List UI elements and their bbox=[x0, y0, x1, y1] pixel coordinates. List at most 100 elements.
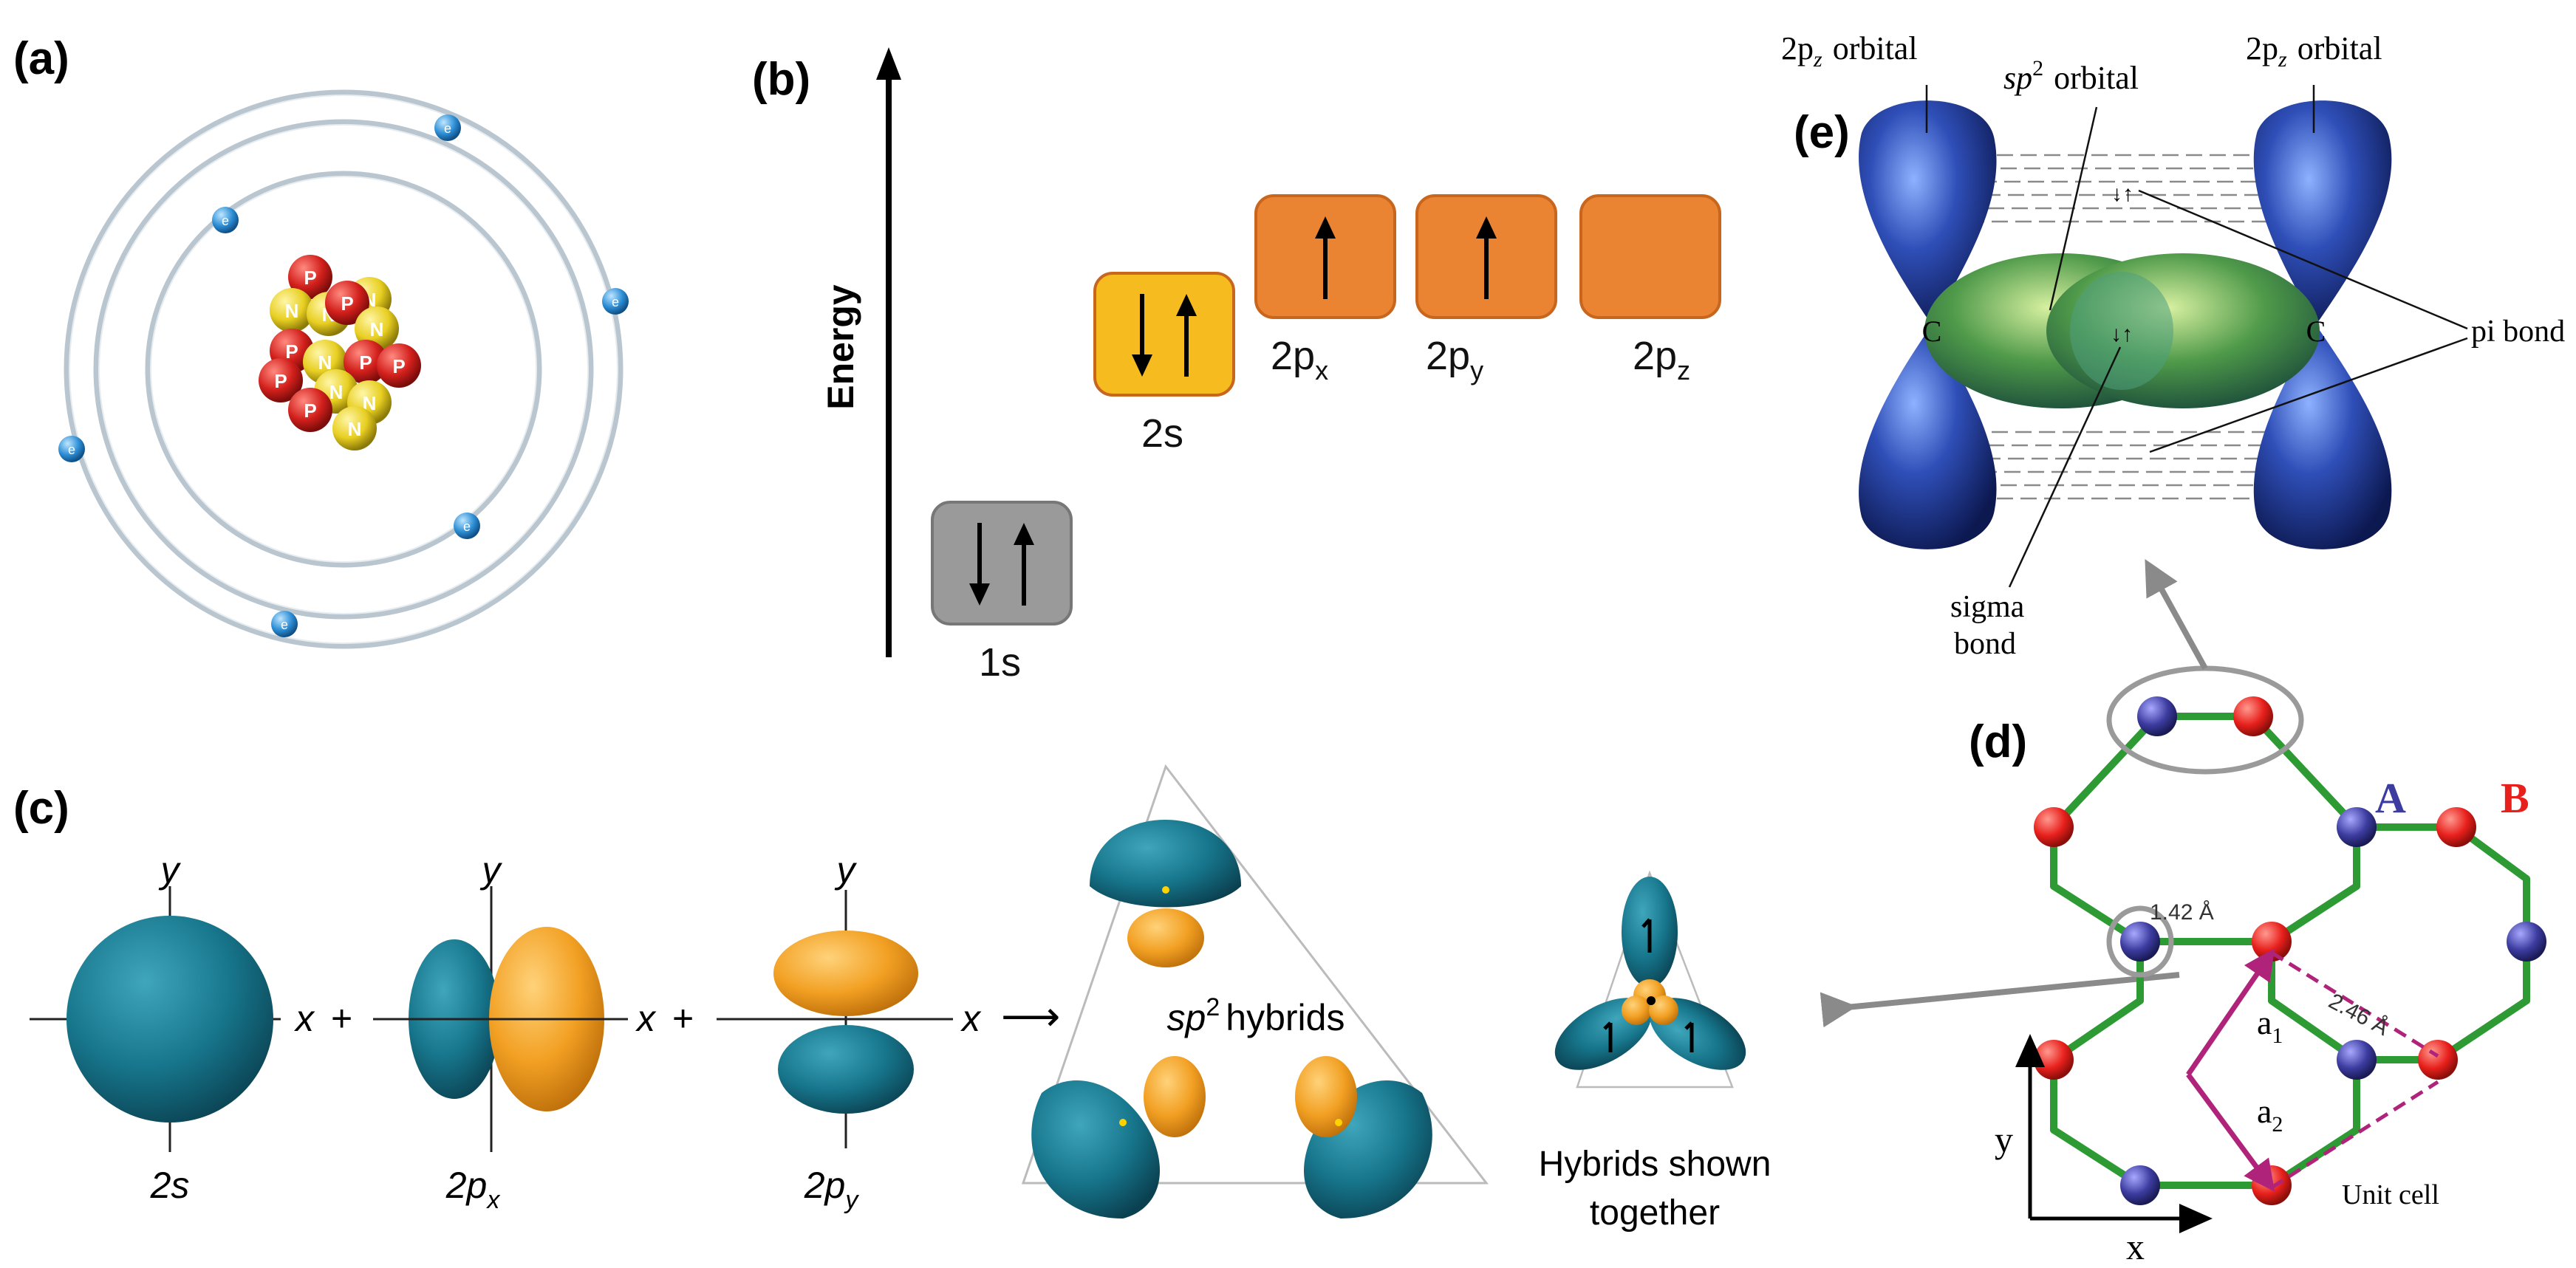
lattice-x-label: x bbox=[2126, 1226, 2145, 1264]
orbital-2px-label: 2px bbox=[445, 1165, 501, 1214]
plus-sign: + bbox=[331, 998, 352, 1039]
electron-orbits-inner bbox=[69, 95, 618, 644]
orbital-box-2py: 2py bbox=[1415, 194, 1557, 385]
panel-a-label: (a) bbox=[13, 33, 69, 84]
atom-site-b bbox=[2436, 807, 2476, 847]
orbital-box-2px: 2px bbox=[1254, 194, 1396, 385]
atom-site-a bbox=[2137, 696, 2177, 736]
proton-label: P bbox=[285, 340, 298, 363]
sp2-lobe-top bbox=[1090, 820, 1241, 908]
axis-y-label: y bbox=[480, 849, 503, 891]
sigma-spin-pair: ↓↑ bbox=[2111, 322, 2133, 346]
atom-site-b bbox=[2034, 1040, 2074, 1080]
vector-a2 bbox=[2186, 1072, 2275, 1192]
lattice-constant-label: 2.46 Å bbox=[2325, 989, 2393, 1041]
electron-label: e bbox=[463, 519, 471, 534]
sp2-triangle bbox=[1021, 764, 1489, 1185]
spin-up-arrow bbox=[1476, 216, 1497, 239]
orbital-box bbox=[931, 501, 1073, 626]
orbital-2px-diagram: y x + 2px bbox=[373, 849, 694, 1214]
orbital-2s-label: 2s bbox=[150, 1165, 190, 1206]
carbon-left: C bbox=[1922, 315, 1942, 348]
axis-x-label: x bbox=[635, 998, 657, 1039]
orbital-label: 2pz bbox=[1633, 334, 1690, 385]
sp2-minor-lobe-right bbox=[1295, 1056, 1357, 1137]
orbital-label: 2py bbox=[1426, 334, 1483, 385]
electron-label: e bbox=[222, 213, 229, 228]
proton: P bbox=[288, 255, 332, 299]
electron: e bbox=[454, 513, 480, 539]
neutron-label: N bbox=[318, 352, 332, 374]
proton-label: P bbox=[304, 400, 316, 422]
spin-down-arrow bbox=[969, 583, 990, 606]
proton-label: P bbox=[392, 355, 405, 377]
orbital-boxes: 1s 2s 2px 2py 2pz bbox=[931, 194, 1721, 685]
reaction-arrow: ⟶ bbox=[1001, 993, 1060, 1039]
sp2-lobe-left bbox=[1031, 1080, 1161, 1219]
orbital-box-1s: 1s bbox=[931, 501, 1073, 685]
unit-cell-edge-top bbox=[2270, 950, 2439, 1058]
site-a-label: A bbox=[2375, 774, 2406, 822]
together-line2: together bbox=[1590, 1193, 1720, 1233]
neutron-label: N bbox=[363, 392, 377, 414]
panel-e-label: (e) bbox=[1794, 107, 1850, 158]
proton: P bbox=[325, 281, 369, 325]
neutron: N bbox=[270, 288, 314, 332]
energy-axis-arrowhead bbox=[876, 47, 901, 80]
zoom-arrow-to-lattice bbox=[1820, 972, 2180, 1028]
atom-site-a bbox=[2507, 922, 2546, 962]
electron: e bbox=[212, 207, 239, 233]
atom-site-b bbox=[2233, 696, 2273, 736]
orbital-2s-sphere bbox=[66, 916, 273, 1123]
panel-e: (e) C C ↓↑ ↓↑ bbox=[1781, 30, 2565, 661]
spin-up-arrow bbox=[1315, 216, 1336, 239]
electron-label: e bbox=[444, 121, 451, 136]
unit-cell-edge-bottom bbox=[2270, 1080, 2439, 1190]
carbon-right: C bbox=[2306, 315, 2326, 348]
lattice-atoms bbox=[2034, 696, 2546, 1205]
spin-down-arrow bbox=[1132, 354, 1152, 377]
neutron-label: N bbox=[370, 318, 384, 340]
atom-site-a bbox=[2120, 922, 2160, 962]
pz-lobe-right-bottom bbox=[2253, 325, 2392, 549]
panel-c: (c) y x + 2s y x + 2px y bbox=[13, 764, 2180, 1233]
electron-label: e bbox=[612, 295, 619, 309]
py-lobe-negative bbox=[778, 1025, 914, 1114]
atom-site-a bbox=[2120, 1165, 2160, 1205]
panel-d: (d) A B 1.42 Å 2.46 Å a1 a2 Unit cell y … bbox=[1969, 558, 2546, 1267]
orbital-label: 1s bbox=[979, 640, 1021, 685]
leader-lines bbox=[1925, 85, 2468, 588]
plus-sign: + bbox=[672, 998, 694, 1039]
orbital-2py-label: 2py bbox=[804, 1165, 860, 1214]
proton-label: P bbox=[341, 292, 353, 315]
proton: P bbox=[344, 340, 388, 384]
atom-site-a bbox=[2337, 1040, 2377, 1080]
orbital-label: 2s bbox=[1141, 411, 1183, 456]
bond-length-label: 1.42 Å bbox=[2150, 900, 2214, 925]
pi-spin-pair: ↓↑ bbox=[2111, 182, 2133, 206]
panel-d-label: (d) bbox=[1969, 716, 2027, 767]
zoom-arrow-to-orbitals bbox=[2145, 558, 2208, 670]
neutron-label: N bbox=[329, 381, 344, 403]
proton-label: P bbox=[359, 352, 372, 374]
proton: P bbox=[377, 343, 421, 388]
panel-c-label: (c) bbox=[13, 783, 69, 834]
axis-x-label: x bbox=[294, 998, 315, 1039]
orbital-box bbox=[1579, 194, 1721, 319]
orbital-label: 2px bbox=[1271, 334, 1328, 385]
pi-bond-label: pi bond bbox=[2471, 315, 2565, 349]
orbital-box-2s: 2s bbox=[1093, 272, 1235, 456]
atom-site-a bbox=[2337, 807, 2377, 847]
axis-y-label: y bbox=[159, 849, 182, 891]
electron: e bbox=[602, 288, 629, 315]
orbital-box bbox=[1093, 272, 1235, 397]
